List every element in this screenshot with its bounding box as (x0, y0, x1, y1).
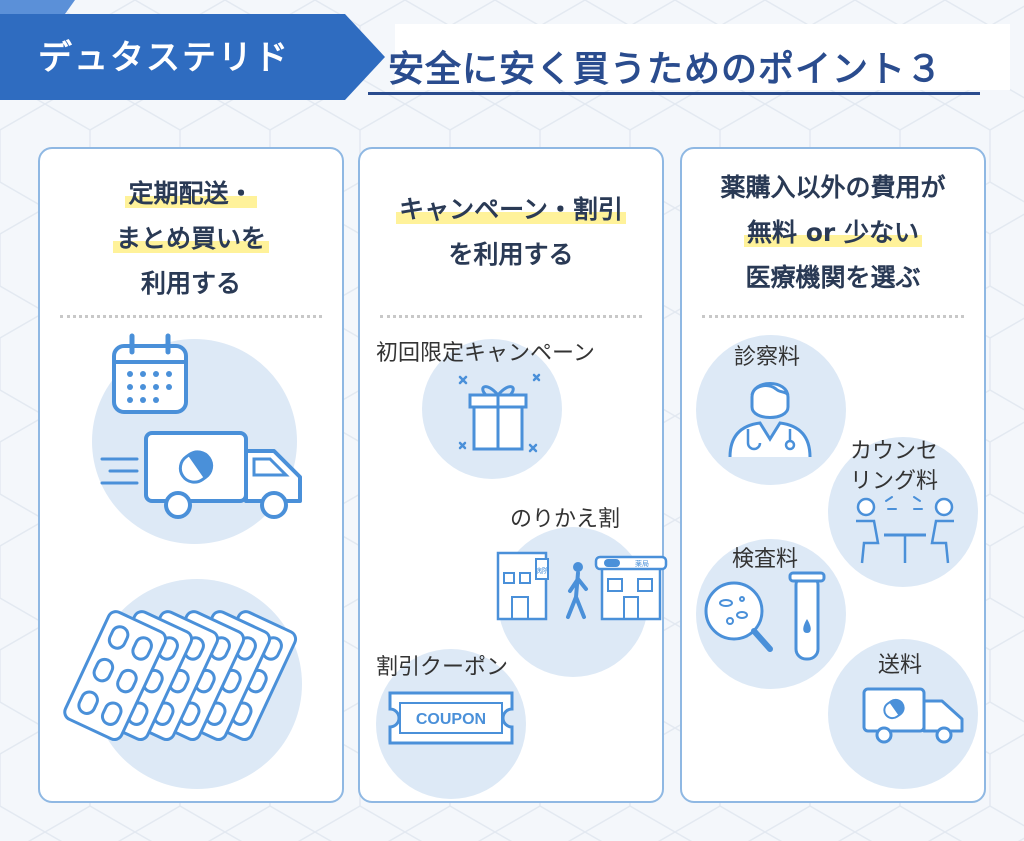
dotted-divider (60, 315, 322, 318)
blister-packs-icon (63, 610, 298, 742)
heading-line-2: を利用する (448, 240, 574, 269)
doctor-icon (728, 382, 812, 458)
heading-line-3: 医療機関を選ぶ (745, 263, 921, 292)
counseling-icon (856, 496, 954, 564)
panel-heading: 定期配送・ まとめ買いを 利用する (40, 171, 342, 306)
page-title: 安全に安く買うためのポイント３ (388, 49, 944, 90)
discount-coupon-label: 割引クーポン (376, 655, 509, 680)
title-bar-background (395, 24, 1010, 90)
header-brand-banner (0, 0, 385, 100)
heading-line-1: キャンペーン・割引 (396, 195, 626, 224)
gift-box-icon (458, 373, 541, 453)
delivery-truck-icon (862, 687, 964, 744)
calendar-icon (112, 333, 188, 414)
lab-test-icon (704, 571, 826, 661)
heading-line-2: まとめ買いを (112, 224, 269, 253)
counseling-fee-label-line1: カウンセ (850, 439, 939, 464)
delivery-truck-icon (100, 431, 302, 519)
heading-line-1: 定期配送・ (125, 179, 257, 208)
clinic-pharmacy-walking-icon: 病院 薬局 (496, 551, 668, 621)
clinic-sign-text: 病院 (535, 566, 549, 575)
test-fee-label: 検査料 (732, 547, 799, 572)
consultation-fee-label: 診察料 (734, 345, 801, 370)
heading-line-3: 利用する (140, 269, 241, 298)
icon-circle (828, 437, 978, 587)
heading-line-2: 無料 or 少ない (744, 218, 922, 247)
title-underline (368, 92, 980, 95)
shipping-fee-label: 送料 (878, 653, 923, 678)
dotted-divider (702, 315, 964, 318)
switch-discount-label: のりかえ割 (510, 507, 621, 532)
panel-subscription-bulk: 定期配送・ まとめ買いを 利用する (38, 147, 344, 803)
brand-label: デュタステリド (38, 38, 290, 78)
panel-heading: キャンペーン・割引 を利用する (360, 187, 662, 277)
coupon-icon: COUPON (388, 691, 514, 745)
panel-heading: 薬購入以外の費用が 無料 or 少ない 医療機関を選ぶ (682, 165, 984, 300)
panel-other-fees: 薬購入以外の費用が 無料 or 少ない 医療機関を選ぶ 診察料 カウンセ リング… (680, 147, 986, 803)
dotted-divider (380, 315, 642, 318)
pharmacy-sign-text: 薬局 (635, 559, 649, 568)
counseling-fee-label-line2: リング料 (850, 469, 939, 494)
first-time-campaign-label: 初回限定キャンペーン (376, 341, 595, 366)
panel-campaign-discount: キャンペーン・割引 を利用する 初回限定キャンペーン のりかえ割 病院 薬局 割… (358, 147, 668, 803)
coupon-text: COUPON (416, 711, 486, 728)
heading-line-1: 薬購入以外の費用が (720, 173, 946, 202)
